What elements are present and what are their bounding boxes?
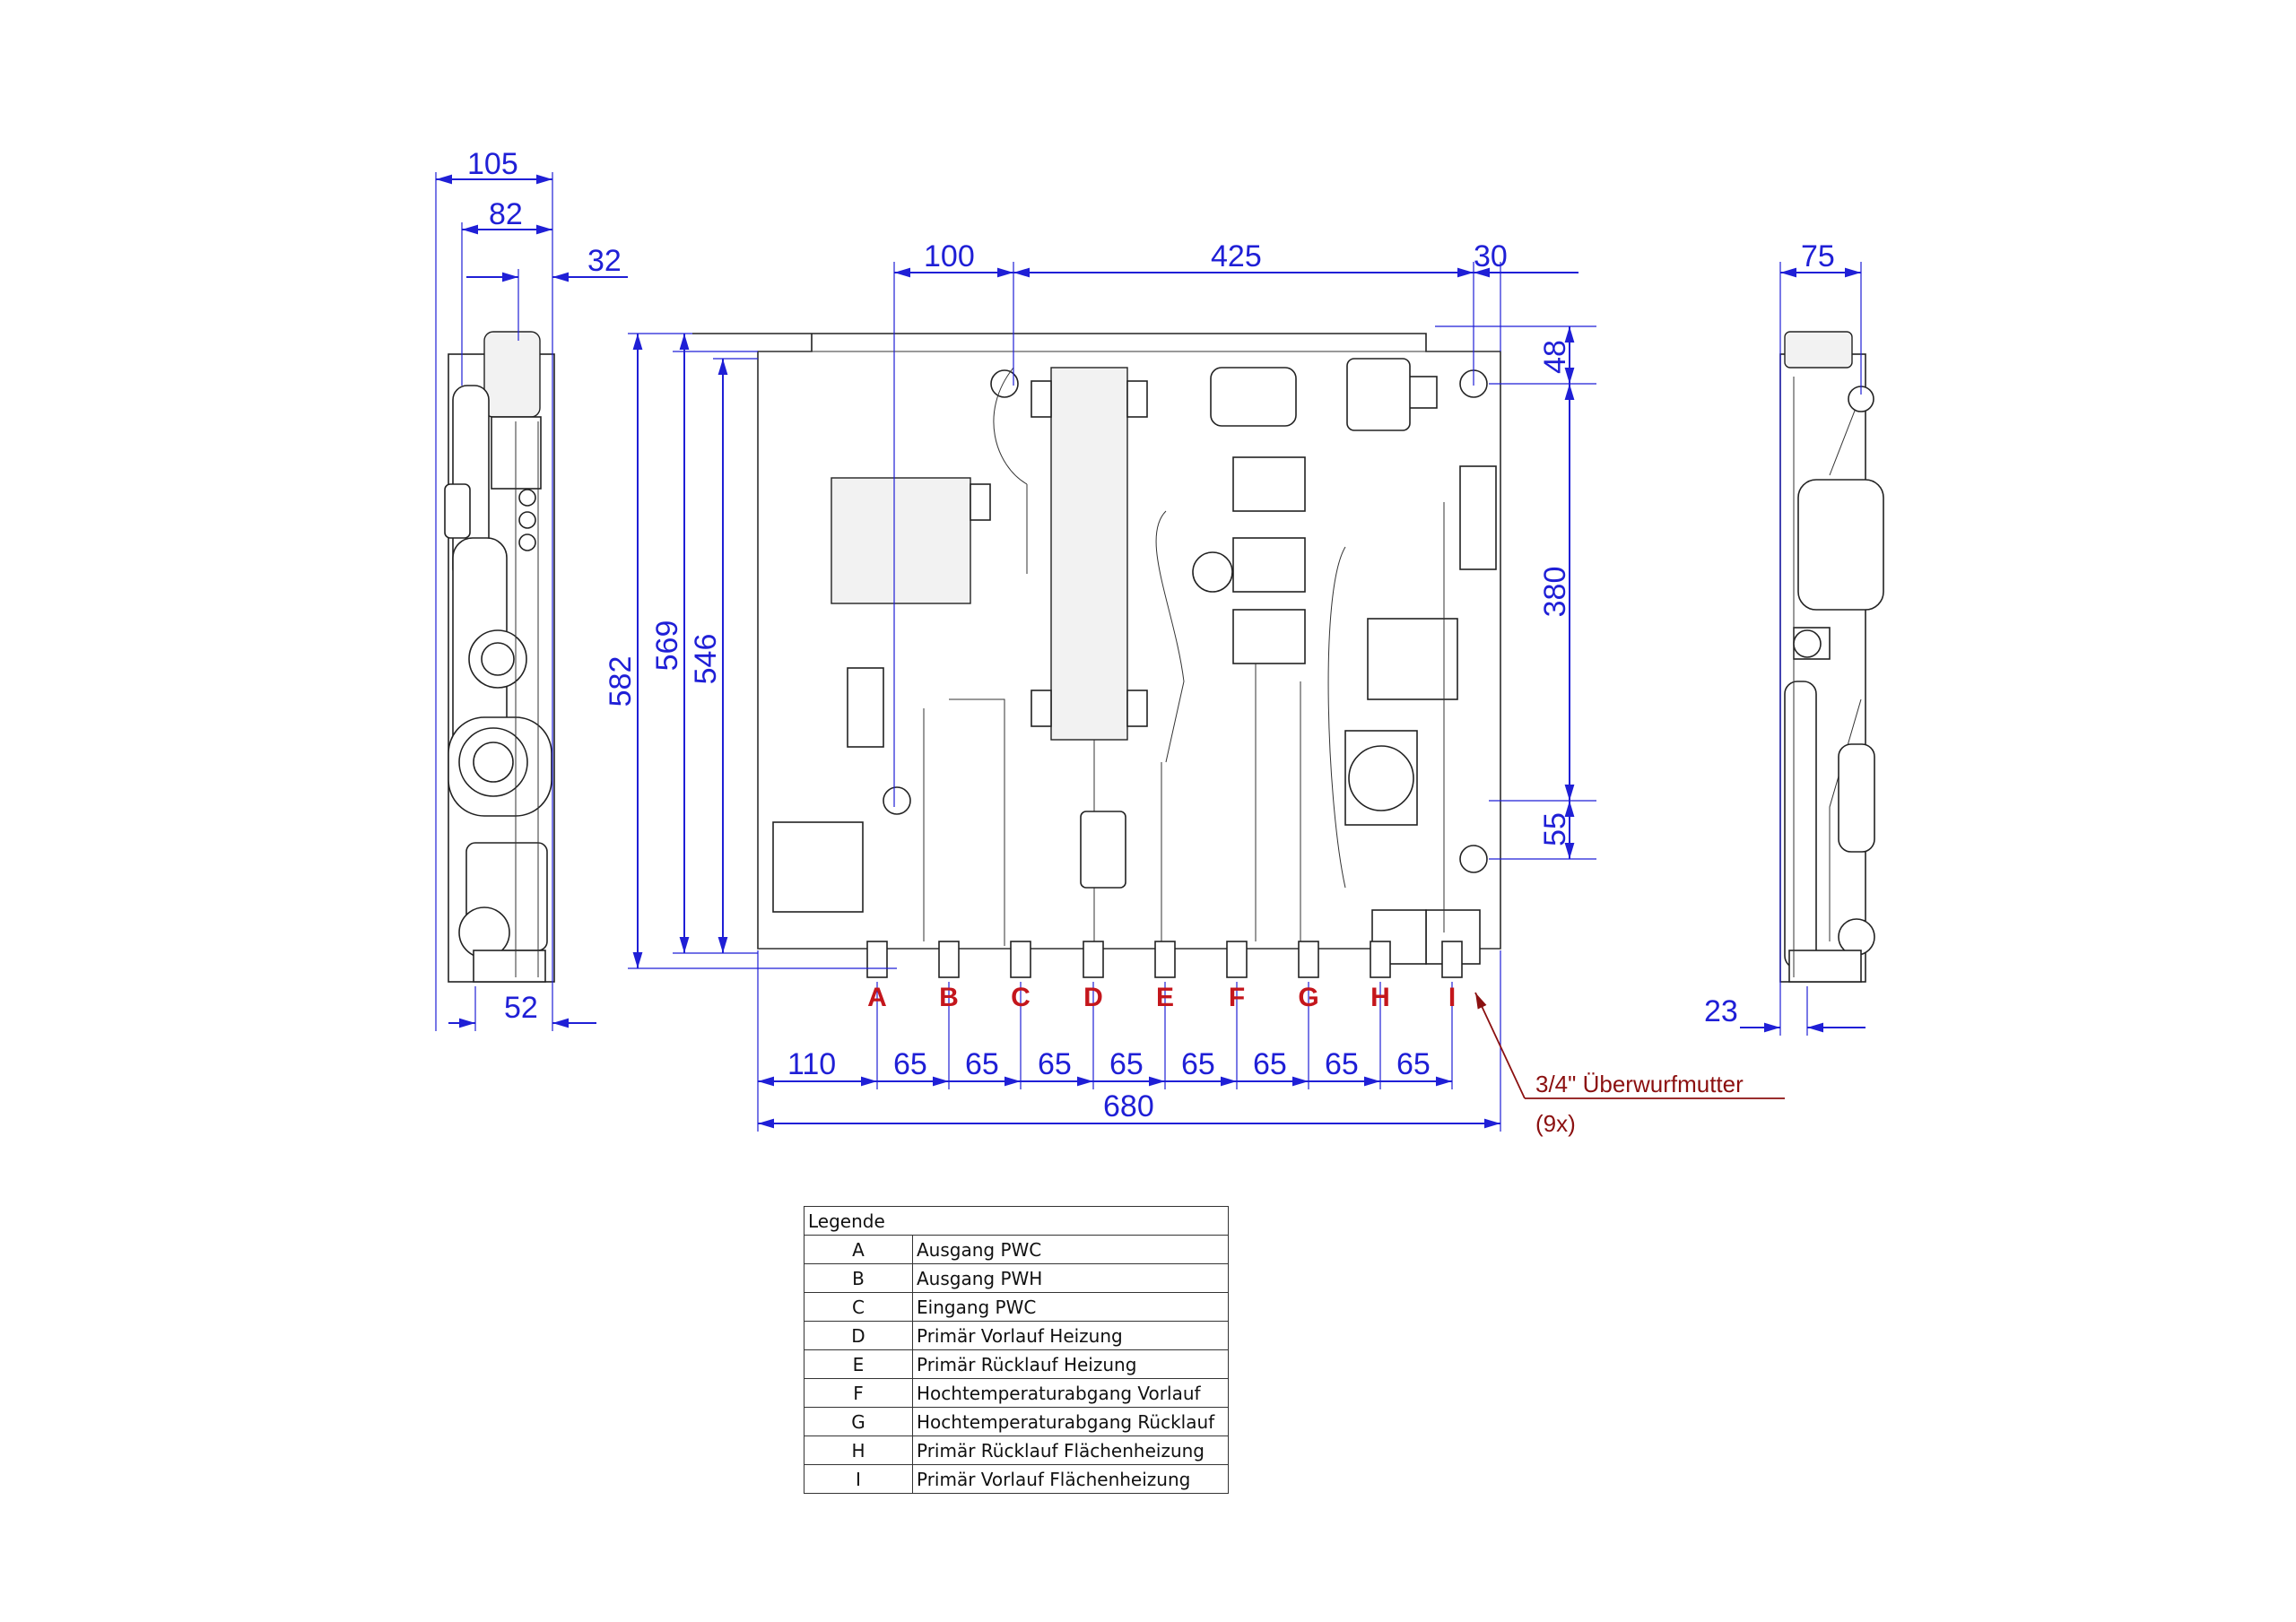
connection-nipples <box>866 941 1463 978</box>
connection-label-b: B <box>939 983 959 1012</box>
legend-label: Primär Vorlauf Flächenheizung <box>912 1464 1229 1494</box>
dim-front-546: 546 <box>689 634 723 685</box>
dim-front-380: 380 <box>1538 567 1572 618</box>
legend-key: H <box>804 1436 913 1465</box>
mount-hole <box>1459 845 1488 873</box>
dim-left-105: 105 <box>467 147 518 181</box>
front-view <box>692 333 1501 978</box>
dim-front-425: 425 <box>1211 239 1262 273</box>
controller-box <box>831 477 971 604</box>
legend-label: Primär Rücklauf Heizung <box>912 1349 1229 1379</box>
connection-labels: A B C D E F G H I <box>867 983 1456 1012</box>
legend-label: Eingang PWC <box>912 1292 1229 1322</box>
connection-label-g: G <box>1298 983 1318 1012</box>
dim-front-680: 680 <box>1103 1089 1154 1123</box>
legend-label: Primär Rücklauf Flächenheizung <box>912 1436 1229 1465</box>
dim-bottom-65: 65 <box>1038 1047 1072 1081</box>
dim-bottom-65: 65 <box>1253 1047 1287 1081</box>
legend-key: C <box>804 1292 913 1322</box>
legend-label: Ausgang PWH <box>912 1263 1229 1293</box>
connection-label-i: I <box>1448 983 1456 1012</box>
dim-front-569: 569 <box>650 620 684 672</box>
connection-label-f: F <box>1229 983 1245 1012</box>
mount-hole <box>883 786 911 815</box>
note-nut-count: (9x) <box>1535 1110 1576 1137</box>
dim-left-32: 32 <box>587 244 622 278</box>
note-nut-type: 3/4" Überwurfmutter <box>1535 1071 1744 1097</box>
heat-exchanger <box>1050 367 1128 741</box>
nut-note: 3/4" Überwurfmutter (9x) <box>1474 992 1785 1137</box>
dim-bottom-65: 65 <box>1325 1047 1359 1081</box>
legend-label: Hochtemperaturabgang Rücklauf <box>912 1407 1229 1436</box>
legend-title: Legende <box>804 1206 1229 1236</box>
legend-label: Ausgang PWC <box>912 1235 1229 1264</box>
front-dimensions: 100 425 30 582 569 546 48 380 55 <box>604 239 1596 1132</box>
legend-label: Primär Vorlauf Heizung <box>912 1321 1229 1350</box>
connection-label-d: D <box>1083 983 1103 1012</box>
right-side-dimensions: 75 23 <box>1704 239 1866 1036</box>
dim-left-82: 82 <box>489 197 523 231</box>
legend-key: I <box>804 1464 913 1494</box>
mount-hole <box>990 369 1019 398</box>
dim-right-23: 23 <box>1704 994 1738 1028</box>
connection-label-e: E <box>1156 983 1174 1012</box>
dim-right-75: 75 <box>1801 239 1835 273</box>
right-side-view <box>1779 331 1884 983</box>
dim-left-52: 52 <box>504 991 538 1025</box>
connection-label-c: C <box>1011 983 1031 1012</box>
dim-front-48: 48 <box>1538 340 1572 374</box>
legend-label: Hochtemperaturabgang Vorlauf <box>912 1378 1229 1408</box>
legend-key: E <box>804 1349 913 1379</box>
legend-key: D <box>804 1321 913 1350</box>
legend-key: G <box>804 1407 913 1436</box>
dim-bottom-110: 110 <box>787 1047 836 1081</box>
dim-front-100: 100 <box>924 239 975 273</box>
dim-bottom-65: 65 <box>965 1047 999 1081</box>
dim-front-55: 55 <box>1538 812 1572 846</box>
dim-front-30: 30 <box>1474 239 1508 273</box>
dim-front-582: 582 <box>604 656 638 707</box>
dim-bottom-65: 65 <box>1109 1047 1144 1081</box>
connection-label-a: A <box>867 983 887 1012</box>
legend-key: B <box>804 1263 913 1293</box>
legend-key: A <box>804 1235 913 1264</box>
dim-bottom-65: 65 <box>1396 1047 1431 1081</box>
dim-bottom-65: 65 <box>893 1047 927 1081</box>
connection-label-h: H <box>1370 983 1390 1012</box>
legend-key: F <box>804 1378 913 1408</box>
dim-bottom-65: 65 <box>1181 1047 1215 1081</box>
left-side-dimensions: 105 82 32 52 <box>435 147 628 1031</box>
left-side-view <box>444 331 555 983</box>
